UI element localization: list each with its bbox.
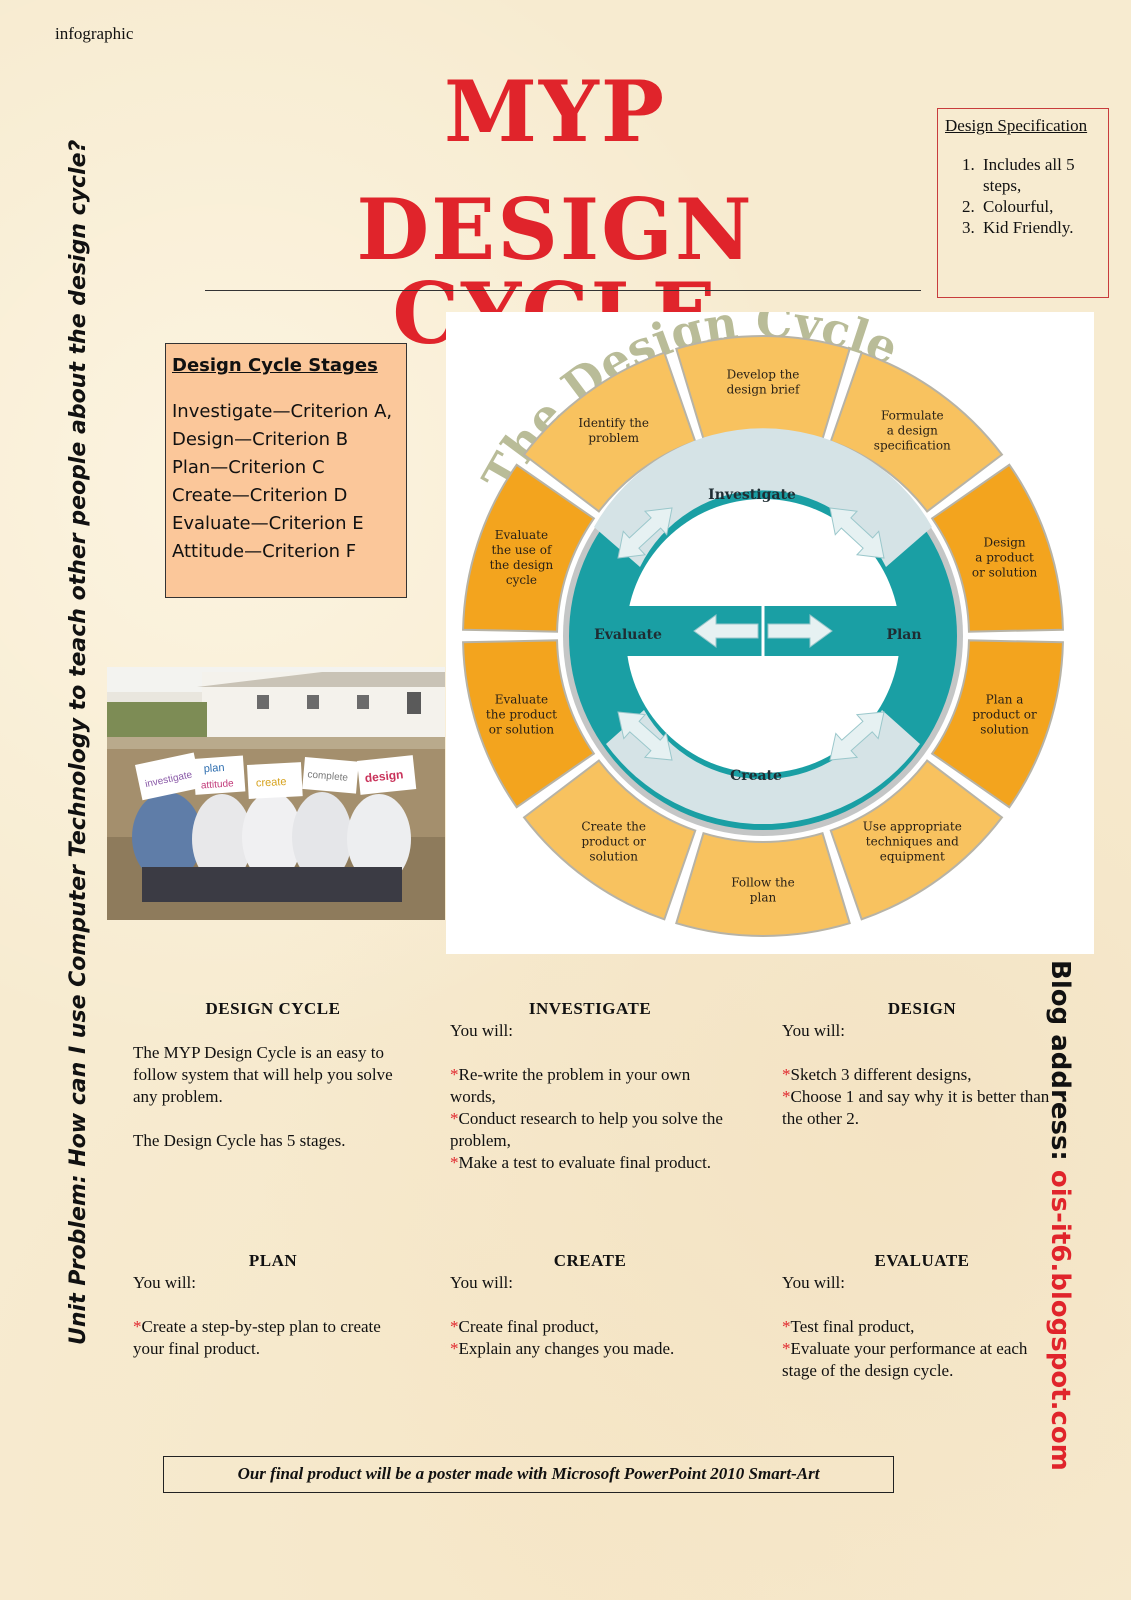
outer-segment [829,759,1004,921]
section-heading: CREATE [553,1251,627,1270]
cycle-arrow [617,507,673,559]
final-product-note: Our final product will be a poster made … [163,1456,894,1493]
outer-segment [930,463,1064,633]
create-band [606,710,920,825]
section-item: *Re-write the problem in your own words, [450,1065,691,1106]
outer-segment [462,639,596,809]
cycle-arrow [693,614,759,648]
section-item: *Create a step-by-step plan to create yo… [133,1317,381,1358]
sign-text: plan [203,762,225,775]
section-heading: PLAN [248,1251,298,1270]
sign-text: design [364,767,404,785]
label-create: Create [730,768,782,784]
section-item: *Sketch 3 different designs, [782,1065,972,1084]
section-item: *Create final product, [450,1317,599,1336]
stages-heading: Design Cycle Stages [172,355,378,376]
section-item: *Conduct research to help you solve the … [450,1109,723,1150]
cycle-arrow [767,614,833,648]
spec-list: Includes all 5 steps, Colourful, Kid Fri… [945,154,1101,238]
section-intro: You will: [450,1273,513,1292]
spec-item: Includes all 5 steps, [979,154,1101,196]
cycle-arrow [829,711,885,761]
title-line-1: MYP [443,62,667,161]
section-intro: You will: [450,1021,513,1040]
section-design-cycle: DESIGN CYCLE The MYP Design Cycle is an … [133,998,413,1152]
section-heading: DESIGN [887,999,957,1018]
section-heading: DESIGN CYCLE [205,999,341,1018]
label-investigate: Investigate [708,487,796,503]
sign-text: complete [307,769,349,784]
title-underline [205,290,921,291]
outer-segment [930,639,1064,809]
section-evaluate: EVALUATE You will: *Test final product, … [782,1250,1062,1382]
stage-item: Plan—Criterion C [172,457,325,478]
label-plan: Plan [886,627,921,643]
arrows [617,507,885,761]
students-photo: investigate plan attitude create complet… [107,667,445,920]
section-heading: INVESTIGATE [528,999,652,1018]
unit-problem-vertical: Unit Problem: How can I use Computer Tec… [66,139,91,1345]
section-intro: You will: [133,1273,196,1292]
outer-segment [522,759,697,921]
cycle-arrow [617,711,673,761]
section-item: *Evaluate your performance at each stage… [782,1339,1028,1380]
outer-segment [522,351,697,513]
section-investigate: INVESTIGATE You will: *Re-write the prob… [450,998,730,1174]
cycle-arrow [829,507,885,559]
section-intro: You will: [782,1273,845,1292]
sign-text: create [256,776,287,790]
section-item: *Test final product, [782,1317,915,1336]
section-text: The MYP Design Cycle is an easy to follo… [133,1043,393,1106]
section-create: CREATE You will: *Create final product, … [450,1250,730,1360]
spec-item: Colourful, [979,196,1101,217]
label-evaluate: Evaluate [594,627,662,643]
design-specification-box: Design Specification Includes all 5 step… [937,108,1109,298]
stage-item: Design—Criterion B [172,429,349,450]
sign-text: attitude [201,778,235,791]
section-intro: You will: [782,1021,845,1040]
section-item: *Make a test to evaluate final product. [450,1153,712,1172]
section-plan: PLAN You will: *Create a step-by-step pl… [133,1250,413,1360]
outer-segment [675,831,851,937]
outer-segment [829,351,1004,513]
stage-item: Investigate—Criterion A, [172,401,393,422]
stage-item: Evaluate—Criterion E [172,513,364,534]
section-item: *Explain any changes you made. [450,1339,675,1358]
corner-label: infographic [55,24,134,43]
stage-item: Attitude—Criterion F [172,541,357,562]
outer-segment [462,463,596,633]
section-design: DESIGN You will: *Sketch 3 different des… [782,998,1062,1130]
section-text: The Design Cycle has 5 stages. [133,1131,346,1150]
stage-item: Create—Criterion D [172,485,348,506]
section-item: *Choose 1 and say why it is better than … [782,1087,1050,1128]
spec-heading: Design Specification [945,116,1088,135]
section-heading: EVALUATE [874,1251,970,1270]
design-cycle-stages-box: Design Cycle Stages Investigate—Criterio… [165,343,407,598]
investigate-band [594,428,932,567]
spec-item: Kid Friendly. [979,217,1101,238]
